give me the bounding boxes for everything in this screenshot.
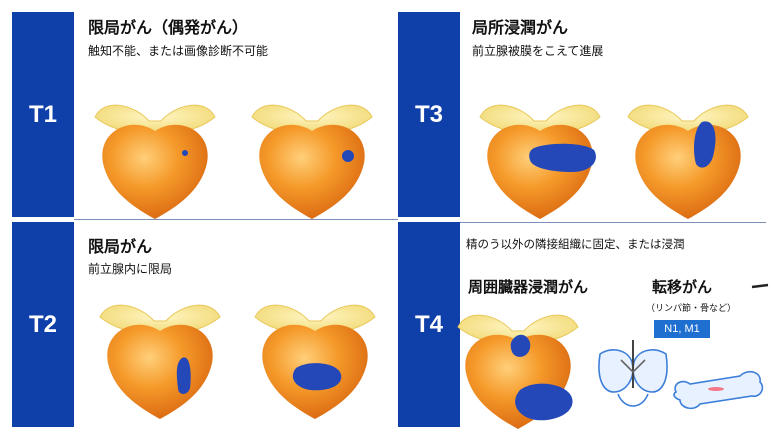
divider-right bbox=[460, 222, 766, 223]
stage-label-t1: T1 bbox=[28, 100, 57, 128]
pelvis-icon bbox=[598, 340, 668, 407]
t1-tumor-right bbox=[342, 150, 354, 162]
t3-tumor-left bbox=[529, 143, 596, 172]
t2-title: 限局がん bbox=[88, 237, 153, 256]
divider-left bbox=[74, 219, 398, 220]
decorative-mark bbox=[751, 283, 769, 289]
stage-band-t1: T1 bbox=[12, 12, 74, 217]
stage-label-t3: T3 bbox=[414, 100, 443, 128]
t3-title: 局所浸潤がん bbox=[472, 18, 569, 37]
t1-tumor-left bbox=[182, 150, 188, 156]
t2-tumor-right bbox=[292, 363, 342, 391]
stage-label-t2: T2 bbox=[28, 310, 57, 338]
metastasis-note: （リンパ節・骨など） bbox=[646, 304, 737, 314]
metastasis-title: 転移がん bbox=[652, 278, 713, 296]
stage-label-t4: T4 bbox=[414, 310, 443, 338]
t1-subtitle: 触知不能、または画像診断不可能 bbox=[88, 44, 269, 58]
t2-prostate-right bbox=[254, 304, 376, 420]
t3-tumor-right bbox=[694, 121, 716, 168]
t4-subtitle: 精のう以外の隣接組織に固定、または浸潤 bbox=[466, 237, 685, 251]
t3-prostate-right bbox=[627, 104, 749, 220]
stage-band-t3: T3 bbox=[398, 12, 460, 217]
stage-band-t2: T2 bbox=[12, 222, 74, 427]
t1-prostate-left bbox=[94, 104, 216, 220]
stage-band-t4: T4 bbox=[398, 222, 460, 427]
t4-tumor-lower bbox=[515, 383, 573, 421]
t2-prostate-left bbox=[99, 304, 221, 420]
femur-icon bbox=[673, 370, 764, 410]
t3-subtitle: 前立腺被膜をこえて進展 bbox=[472, 44, 604, 58]
t4-title: 周囲臓器浸潤がん bbox=[468, 278, 589, 296]
t2-tumor-left bbox=[176, 357, 191, 394]
t1-title: 限局がん（偶発がん） bbox=[88, 18, 249, 37]
metastasis-badge: N1, M1 bbox=[654, 320, 710, 338]
t2-subtitle: 前立腺内に限局 bbox=[88, 262, 173, 276]
t4-tumor-upper bbox=[510, 334, 531, 357]
t1-prostate-right bbox=[251, 104, 373, 220]
